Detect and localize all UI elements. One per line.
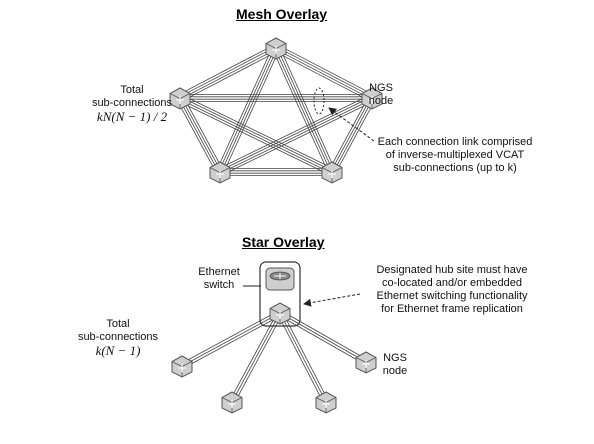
- mesh-link-note: Each connection link comprised of invers…: [370, 136, 540, 175]
- mesh-ngs-label-line1: NGS: [369, 82, 393, 94]
- mesh-ngs-label-line2: node: [368, 95, 394, 107]
- star-hub-note-line4: for Ethernet frame replication: [381, 303, 523, 315]
- mesh-total-label: Total sub-connections kN(N − 1) / 2: [82, 84, 182, 123]
- mesh-link-bundle: [272, 46, 336, 174]
- star-ngs-label-line1: NGS: [383, 352, 407, 364]
- star-link-bundle: [277, 311, 329, 404]
- mesh-ngs-node-icon: [169, 87, 191, 110]
- star-ngs-label-line2: node: [382, 365, 408, 377]
- mesh-ngs-node-icon: [361, 87, 383, 110]
- star-total-formula: k(N − 1): [95, 343, 141, 358]
- mesh-ngs-node-icon: [265, 37, 287, 60]
- mesh-link-bundle: [178, 44, 278, 102]
- ethernet-switch-icon: [259, 261, 301, 327]
- star-link-bundle: [180, 310, 282, 369]
- mesh-link-bundle: [216, 46, 280, 174]
- mesh-link-note-line1: Each connection link comprised: [377, 136, 533, 148]
- star-switch-label-line1: Ethernet: [198, 266, 240, 278]
- star-total-label: Total sub-connections k(N − 1): [68, 318, 168, 357]
- star-switch-label: Ethernet switch: [194, 266, 244, 292]
- star-links: [180, 310, 368, 404]
- star-hub-note-line3: Ethernet switching functionality: [376, 290, 528, 302]
- hub-note-arrow: [303, 293, 361, 307]
- star-hub-note-line1: Designated hub site must have: [376, 264, 528, 276]
- mesh-ngs-node-icon: [321, 161, 343, 184]
- mesh-link-bundle: [274, 44, 374, 102]
- mesh-total-label-line1: Total: [120, 84, 144, 96]
- star-ngs-node-icon: [355, 351, 377, 374]
- mesh-total-formula: kN(N − 1) / 2: [96, 109, 168, 124]
- star-hub-note-line2: co-located and/or embedded: [381, 277, 523, 289]
- link-callout-ellipse: [313, 87, 325, 115]
- star-ngs-node-icon: [171, 355, 193, 378]
- star-total-label-line2: sub-connections: [77, 331, 159, 343]
- star-ngs-node-icon: [221, 391, 243, 414]
- mesh-link-bundle: [180, 94, 372, 102]
- mesh-ngs-label: NGS node: [366, 82, 396, 108]
- mesh-ngs-node-icon: [209, 161, 231, 184]
- star-switch-label-line2: switch: [203, 279, 235, 291]
- ngs-nodes: [169, 37, 383, 414]
- link-note-arrow: [328, 107, 375, 142]
- mesh-overlay-title: Mesh Overlay: [236, 6, 328, 22]
- mesh-link-bundle: [176, 96, 224, 174]
- mesh-links: [176, 44, 376, 177]
- star-hub-note: Designated hub site must have co-located…: [352, 264, 552, 316]
- mesh-link-bundle: [220, 167, 332, 177]
- mesh-link-bundle: [218, 94, 374, 176]
- star-link-bundle: [278, 310, 368, 365]
- mesh-link-bundle: [178, 94, 334, 176]
- mesh-total-label-line2: sub-connections: [91, 97, 173, 109]
- mesh-link-bundle: [328, 96, 376, 174]
- star-ngs-node-icon: [315, 391, 337, 414]
- mesh-link-note-line2: of inverse-multiplexed VCAT: [385, 149, 525, 161]
- hub-ngs-node-icon: [269, 302, 291, 325]
- star-overlay-title: Star Overlay: [242, 234, 325, 250]
- star-total-label-line1: Total: [106, 318, 130, 330]
- star-ngs-label: NGS node: [380, 352, 410, 378]
- mesh-link-note-line3: sub-connections (up to k): [393, 162, 517, 174]
